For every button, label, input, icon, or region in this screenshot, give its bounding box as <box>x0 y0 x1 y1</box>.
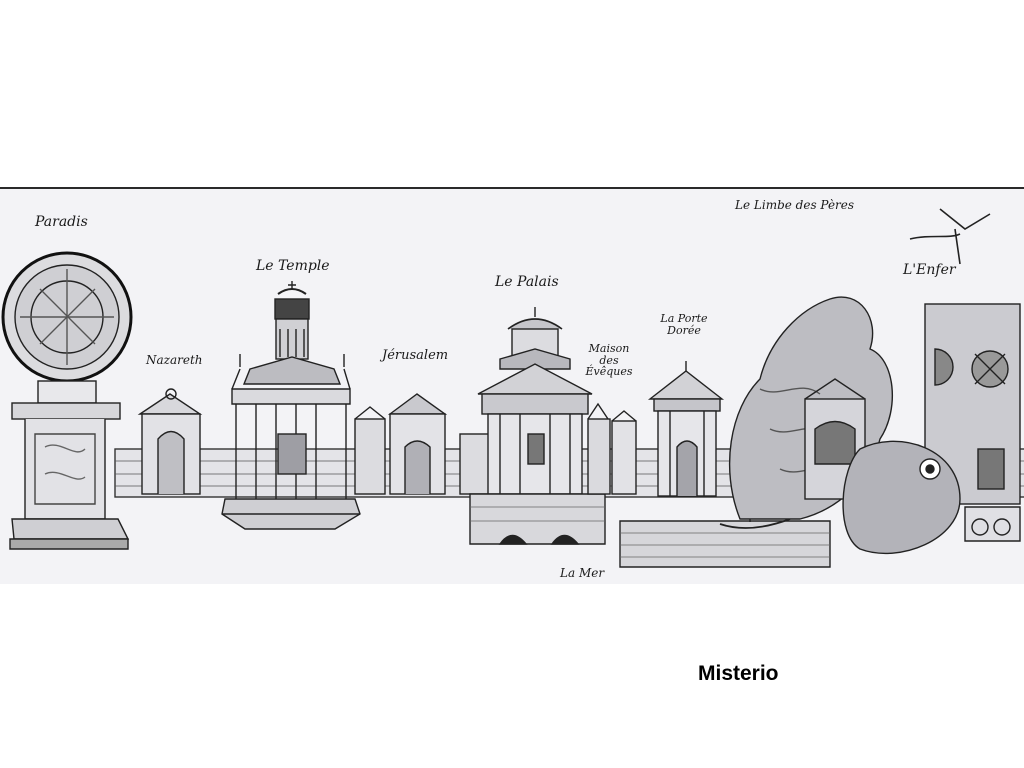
label-nazareth: Nazareth <box>146 353 203 367</box>
mystery-play-stage-engraving: Paradis Nazareth Le Temple Jérusalem Le … <box>0 187 1024 584</box>
label-maison: Maison des Évêques <box>585 342 633 379</box>
label-limbe: Le Limbe des Pères <box>735 198 855 212</box>
slide-caption: Misterio <box>698 662 779 685</box>
porte-structure <box>647 361 725 497</box>
temple-structure <box>221 281 361 530</box>
label-enfer: L'Enfer <box>903 262 956 278</box>
maison-structure <box>587 402 637 495</box>
enfer-structure <box>842 208 1021 555</box>
label-temple: Le Temple <box>256 258 330 274</box>
palais-structure <box>469 307 606 545</box>
label-jerusalem: Jérusalem <box>382 348 449 363</box>
paradis-structure <box>1 251 133 550</box>
label-paradis: Paradis <box>35 214 88 230</box>
label-palais: Le Palais <box>495 274 559 290</box>
label-porte: La Porte Dorée <box>660 312 708 337</box>
label-mer: La Mer <box>560 566 605 580</box>
jerusalem-structure <box>354 393 491 495</box>
nazareth-structure <box>137 388 203 495</box>
stage-drawing <box>1 208 1024 568</box>
